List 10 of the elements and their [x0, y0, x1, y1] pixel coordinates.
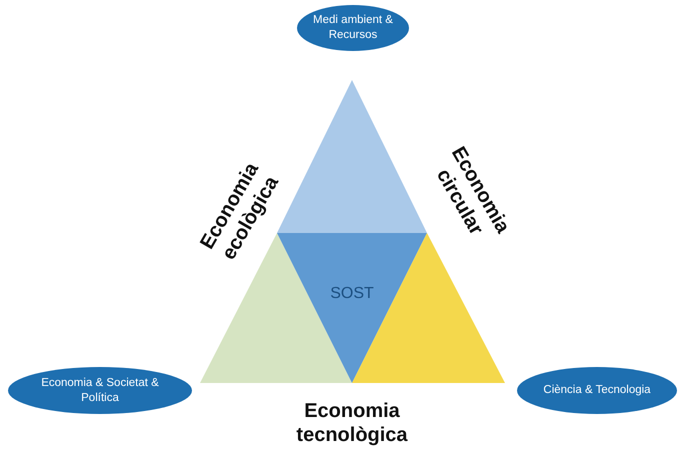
triangle-segment [277, 80, 427, 233]
node-label: Economia & Societat & Política [40, 376, 160, 406]
axis-label: Economia tecnològica [295, 399, 409, 447]
ellipse-node [517, 367, 677, 414]
ellipse-node [297, 5, 409, 51]
ellipse-node [8, 367, 192, 414]
center-triangle [277, 233, 427, 383]
node-label: SOST [330, 284, 374, 304]
node-label: Medi ambient & Recursos [312, 13, 394, 43]
node-label: Ciència & Tecnologia [542, 383, 652, 398]
